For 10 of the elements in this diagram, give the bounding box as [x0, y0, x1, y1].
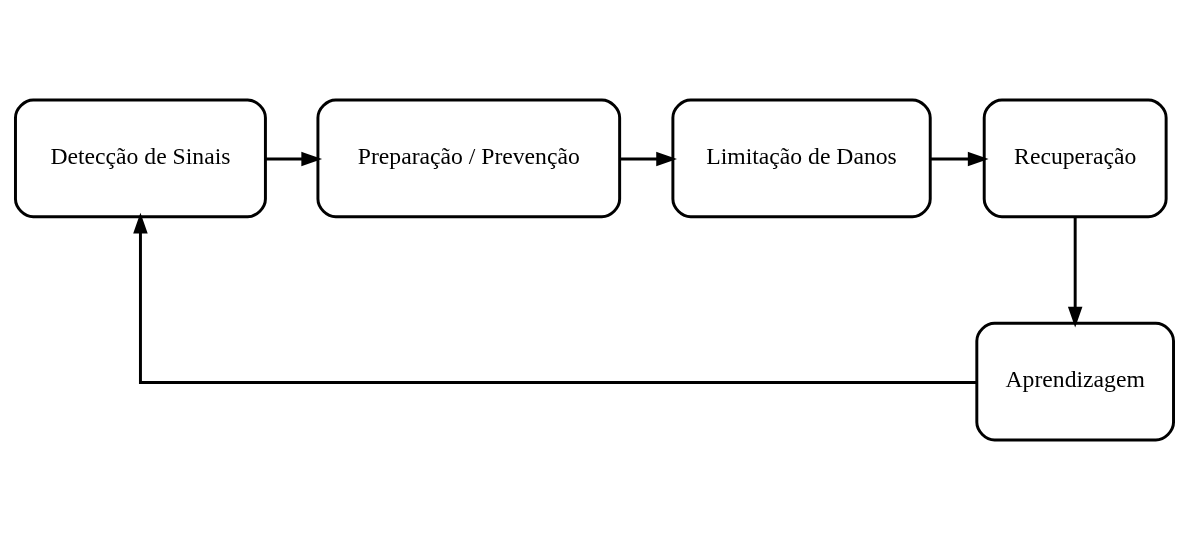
- arrow: [930, 151, 989, 167]
- node-box: Limitação de Danos: [671, 98, 932, 219]
- node-box: Detecção de Sinais: [14, 98, 267, 219]
- node-box: Aprendizagem: [975, 321, 1175, 442]
- node-box: Preparação / Prevenção: [316, 98, 622, 219]
- arrow: [133, 212, 977, 384]
- node-box: Recuperação: [982, 98, 1168, 219]
- arrow: [620, 151, 677, 167]
- arrow: [265, 151, 323, 167]
- arrow: [1067, 217, 1083, 328]
